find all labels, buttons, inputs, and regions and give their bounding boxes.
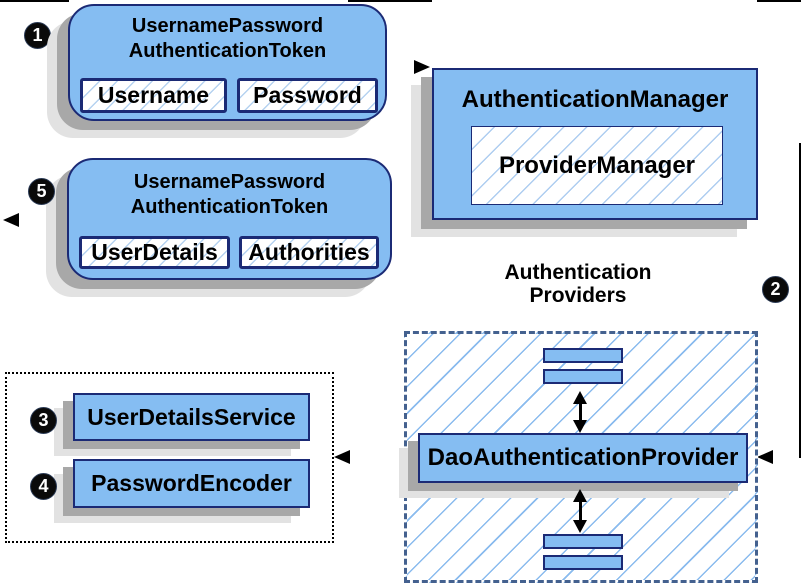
double-arrow-vertical-icon: [572, 489, 588, 533]
arrowhead-right-icon: [414, 60, 430, 74]
step-5-badge: 5: [28, 178, 55, 205]
step-4-badge: 4: [30, 473, 57, 500]
arrowhead-left-icon: [3, 213, 19, 227]
password-field: Password: [237, 78, 378, 113]
other-provider-placeholder-bar: [543, 534, 623, 549]
username-field: Username: [80, 78, 227, 113]
request-token-title-line2: AuthenticationToken: [128, 40, 327, 62]
authentication-providers-label-line1: Authentication: [504, 261, 652, 284]
authentication-manager-title: AuthenticationManager: [461, 86, 729, 113]
request-token-title: UsernamePassword AuthenticationToken: [70, 14, 385, 64]
other-provider-placeholder-bar: [543, 369, 623, 384]
other-provider-placeholder-bar: [543, 348, 623, 363]
response-token-title-line1: UsernamePassword: [133, 171, 326, 193]
response-token-title: UsernamePassword AuthenticationToken: [69, 170, 390, 220]
user-details-field: UserDetails: [79, 236, 230, 269]
connector-dao-to-beans: [348, 0, 418, 2]
response-token-box: UsernamePassword AuthenticationToken Use…: [67, 158, 392, 280]
authentication-providers-label: Authentication Providers: [448, 261, 708, 307]
arrowhead-left-icon: [334, 450, 350, 464]
authentication-providers-label-line2: Providers: [529, 284, 627, 307]
step-1-badge: 1: [24, 22, 51, 49]
step-3-badge: 3: [30, 407, 57, 434]
double-arrow-vertical-icon: [572, 391, 588, 433]
request-token-title-line1: UsernamePassword: [131, 15, 324, 37]
arrowhead-left-icon: [757, 450, 773, 464]
connector-step2-vertical: [799, 143, 801, 458]
step-2-badge: 2: [762, 276, 789, 303]
provider-manager-box: ProviderManager: [471, 126, 723, 205]
connector-step2-bottom: [771, 0, 801, 2]
authorities-field: Authorities: [239, 236, 379, 269]
password-encoder-box: PasswordEncoder: [73, 459, 310, 508]
other-provider-placeholder-bar: [543, 555, 623, 570]
authentication-manager-box: AuthenticationManager ProviderManager: [432, 68, 758, 220]
user-details-service-box: UserDetailsService: [73, 393, 310, 441]
request-token-box: UsernamePassword AuthenticationToken Use…: [68, 4, 387, 121]
dao-authentication-provider-box: DaoAuthenticationProvider: [418, 433, 748, 483]
response-token-title-line2: AuthenticationToken: [130, 196, 329, 218]
connector-outgoing-response: [17, 0, 67, 2]
